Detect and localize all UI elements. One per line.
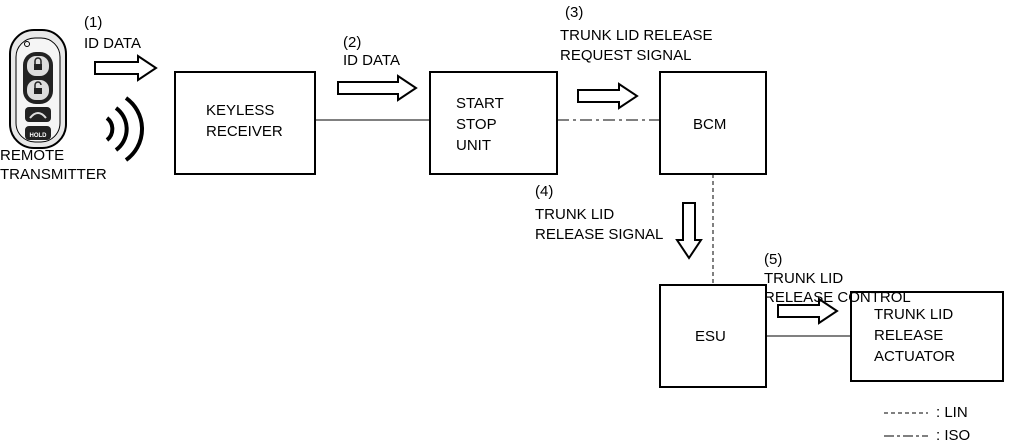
legend-lin-label: : LIN: [936, 404, 968, 421]
step-1-number: (1): [84, 14, 103, 31]
arrow-4-icon: [675, 202, 703, 260]
remote-label-line2: TRANSMITTER: [0, 166, 107, 183]
start-stop-unit-label-line3: UNIT: [456, 137, 491, 154]
hold-button-label: HOLD: [30, 133, 48, 139]
esu-label: ESU: [695, 328, 726, 345]
trunk-actuator-label-line1: TRUNK LID: [874, 306, 954, 323]
step-4-text-line1: TRUNK LID: [535, 206, 615, 223]
keyless-receiver-box: [174, 71, 316, 175]
arrow-1-icon: [94, 54, 158, 82]
step-5-number: (5): [764, 251, 783, 268]
trunk-actuator-label-line2: RELEASE: [874, 327, 944, 344]
step-2-text: ID DATA: [343, 52, 400, 69]
step-5-text-line1: TRUNK LID: [764, 270, 844, 287]
trunk-actuator-label-line3: ACTUATOR: [874, 348, 956, 365]
legend-iso-label: : ISO: [936, 427, 971, 444]
step-2-number: (2): [343, 34, 362, 51]
arrow-2-icon: [337, 74, 418, 102]
step-1-text: ID DATA: [84, 35, 141, 52]
keyless-receiver-label-line1: KEYLESS: [206, 102, 275, 119]
step-3-number: (3): [565, 4, 584, 21]
step-3-text-line1: TRUNK LID RELEASE: [560, 27, 713, 44]
start-stop-unit-label-line1: START: [456, 95, 504, 112]
start-stop-unit-box: [429, 71, 558, 175]
start-stop-unit-label-line2: STOP: [456, 116, 497, 133]
arrow-3-icon: [577, 82, 639, 110]
bcm-label: BCM: [693, 116, 727, 133]
radio-waves-icon: [105, 96, 144, 162]
remote-label-line1: REMOTE: [0, 147, 65, 164]
trunk-actuator-box: [850, 291, 1004, 382]
remote-transmitter-icon: [9, 29, 67, 149]
keyless-receiver-label-line2: RECEIVER: [206, 123, 283, 140]
bcm-box: [659, 71, 767, 175]
step-3-text-line2: REQUEST SIGNAL: [560, 47, 692, 64]
step-5-text-line2: RELEASE CONTROL: [764, 289, 911, 306]
step-4-number: (4): [535, 183, 554, 200]
step-4-text-line2: RELEASE SIGNAL: [535, 226, 664, 243]
arrow-5-icon: [777, 297, 839, 325]
